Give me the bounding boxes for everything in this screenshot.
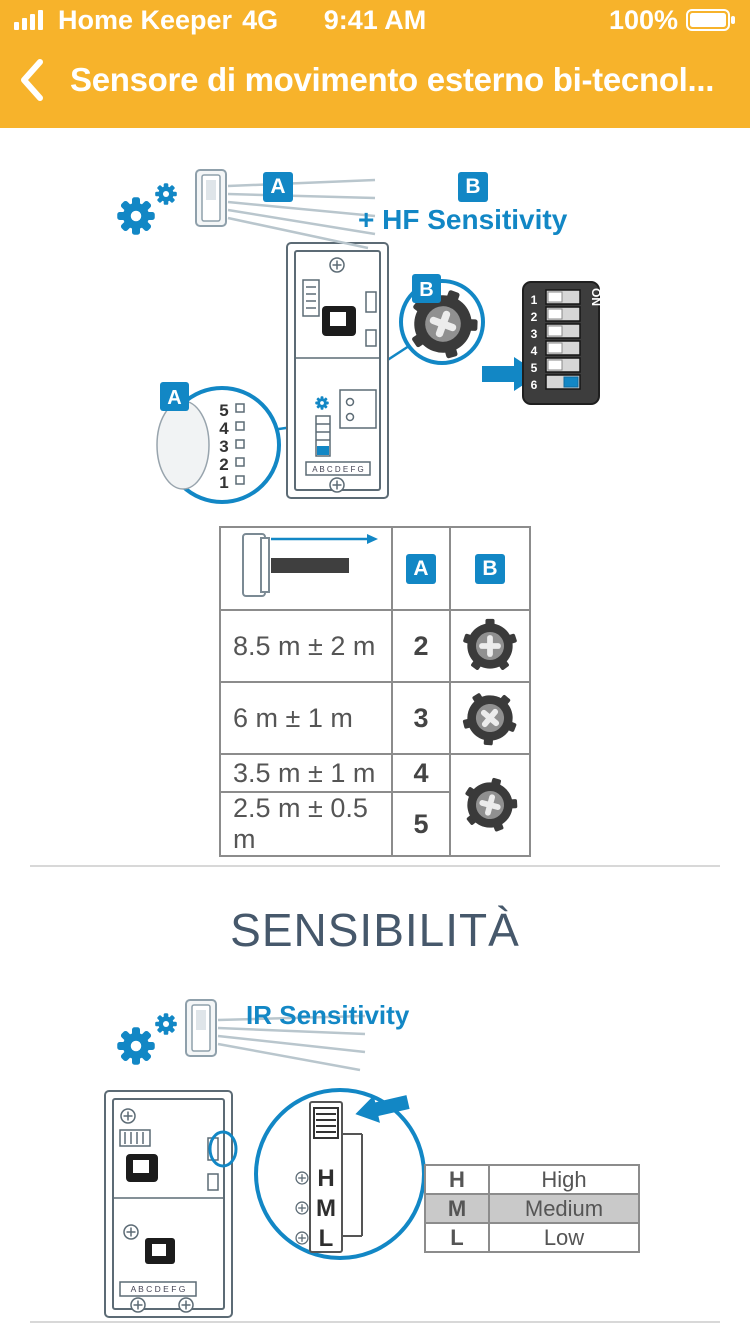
carrier-label: Home Keeper: [58, 4, 233, 35]
dial-position-gear-icon: [315, 396, 329, 410]
callout-b-badge: [412, 274, 441, 303]
svg-text:3: 3: [219, 437, 228, 456]
table-row-selected: M Medium: [424, 1193, 640, 1225]
dial-position-number: 5: [391, 791, 451, 857]
sensor-internal-drawing: A B C D E F G: [286, 242, 389, 499]
sensitivity-heading: SENSIBILITÀ: [230, 904, 520, 956]
dial-icon: [461, 776, 519, 834]
level-label: M: [316, 1195, 336, 1222]
detection-range-icon: [242, 533, 378, 597]
ir-callout: H M L: [254, 1088, 426, 1261]
range-value: 6 m ± 1 m: [219, 681, 393, 755]
table-row: 2.5 m ± 0.5 m 5: [219, 791, 530, 857]
level-key: H: [424, 1164, 490, 1196]
table-row: 8.5 m ± 2 m 2: [219, 609, 531, 683]
svg-text:5: 5: [531, 361, 538, 375]
svg-text:A: A: [167, 387, 181, 409]
callout-a-badge: [160, 382, 189, 411]
hf-adjustment-diagram: A B C D E F G 5 4 3 2 1: [156, 242, 603, 504]
column-a-badge: A: [406, 553, 436, 584]
column-b-badge: B: [475, 553, 505, 584]
level-value: Medium: [488, 1193, 640, 1225]
dip-switch: ON 1 2 3 4 5 6: [522, 281, 603, 405]
level-value: Low: [488, 1222, 640, 1254]
nav-bar: Sensore di movimento esterno bi-tecnol..…: [0, 40, 750, 128]
gears-icon: [117, 1013, 177, 1065]
terminal-strip-label: A B C D E F G: [312, 465, 364, 474]
svg-text:1: 1: [531, 293, 538, 307]
sensor-internal-drawing: A B C D E F G: [104, 1090, 238, 1319]
table-row: 3.5 m ± 1 m 4: [219, 753, 531, 857]
ir-diagram-canvas: A B C D E F G: [104, 1088, 426, 1319]
sensor-beams-icon: [195, 169, 376, 250]
app-header: Home Keeper 4G 9:41 AM 100% Sensore di m…: [0, 0, 750, 128]
section-divider: [30, 865, 720, 867]
level-key: M: [424, 1193, 490, 1225]
callout-a: 5 4 3 2 1 A: [156, 382, 281, 504]
status-bar: Home Keeper 4G 9:41 AM 100%: [0, 0, 750, 40]
hf-range-table: A B 8.5 m ± 2 m 2 6 m ± 1 m 3 3.5 m ± 1 …: [219, 526, 531, 857]
ir-adjustment-diagram: A B C D E F G: [0, 1086, 750, 1321]
svg-text:2: 2: [531, 310, 538, 324]
gears-icon: [117, 183, 177, 235]
slider-knob-icon: [313, 1107, 339, 1140]
svg-text:6: 6: [531, 378, 538, 392]
instruction-page: A B + HF Sensitivity: [0, 128, 750, 1324]
svg-text:B: B: [419, 279, 433, 301]
dial-position-number: 4: [391, 753, 451, 793]
svg-text:1: 1: [219, 473, 228, 492]
sensor-beams-icon: [185, 999, 366, 1072]
signal-strength-icon: [14, 10, 43, 30]
hf-sensitivity-intro: A B + HF Sensitivity: [0, 162, 750, 250]
terminal-strip-label: A B C D E F G: [131, 1284, 186, 1294]
battery-percent: 100%: [608, 4, 678, 35]
level-label: H: [317, 1165, 334, 1192]
ir-sensitivity-intro: IR Sensitivity: [0, 992, 750, 1080]
arrow-left-icon: [355, 1095, 410, 1124]
svg-text:3: 3: [531, 327, 538, 341]
svg-text:2: 2: [219, 455, 228, 474]
dial-icon: [462, 618, 518, 671]
network-type-label: 4G: [242, 4, 279, 35]
dial-position-number: 3: [391, 681, 451, 755]
bottom-divider: [30, 1321, 720, 1324]
table-row: L Low: [424, 1222, 640, 1254]
dip-on-label: ON: [589, 288, 603, 306]
dial-position-number: 2: [391, 609, 451, 683]
page-title: Sensore di movimento esterno bi-tecnol..…: [70, 61, 715, 98]
table-row: 6 m ± 1 m 3: [219, 681, 531, 755]
slider-position-highlight: [208, 1130, 238, 1168]
level-key: L: [424, 1222, 490, 1254]
hf-sensitivity-label: + HF Sensitivity: [358, 204, 568, 235]
clock: 9:41 AM: [323, 4, 427, 35]
table-row: H High: [424, 1164, 640, 1196]
range-value: 2.5 m ± 0.5 m: [219, 791, 393, 857]
dial-icon: [461, 689, 519, 747]
back-chevron-icon: [21, 59, 43, 101]
ir-level-table: H High M Medium L Low: [424, 1164, 640, 1254]
badge-a: A: [263, 172, 293, 202]
svg-text:4: 4: [219, 419, 229, 438]
back-button[interactable]: [18, 58, 44, 102]
range-value: 3.5 m ± 1 m: [219, 753, 393, 793]
badge-b: B: [458, 172, 488, 202]
callout-b: B: [399, 274, 488, 366]
svg-text:5: 5: [219, 401, 228, 420]
ir-sensitivity-label: IR Sensitivity: [246, 1000, 410, 1031]
level-label: L: [319, 1225, 334, 1252]
level-value: High: [488, 1164, 640, 1196]
battery-icon: [686, 9, 735, 31]
range-value: 8.5 m ± 2 m: [219, 609, 393, 683]
svg-text:4: 4: [531, 344, 538, 358]
